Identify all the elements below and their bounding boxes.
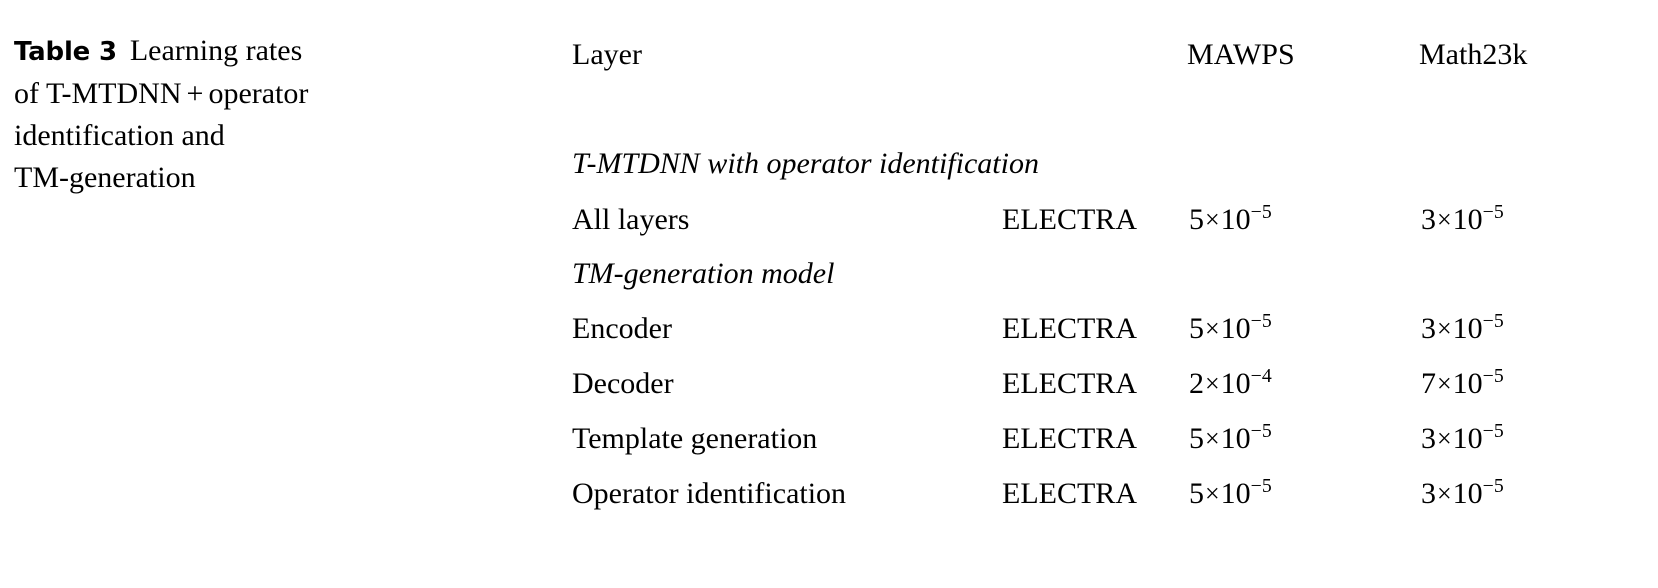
value-math23k-base: 10 bbox=[1452, 311, 1483, 345]
value-math23k: 3×10−5 bbox=[1421, 309, 1504, 345]
value-mawps-times: × bbox=[1205, 368, 1220, 398]
cell-math23k: 3×10−5 bbox=[1397, 466, 1625, 537]
column-header-layer: Layer bbox=[572, 38, 642, 71]
value-math23k-base: 10 bbox=[1452, 202, 1483, 236]
value-math23k: 3×10−5 bbox=[1421, 200, 1504, 236]
table-header-row: Layer MAWPS Math23k bbox=[572, 38, 1625, 114]
value-mawps-base: 10 bbox=[1220, 366, 1251, 400]
value-math23k-mantissa: 3 bbox=[1421, 311, 1436, 345]
cell-layer: Operator identification bbox=[572, 476, 847, 510]
value-mawps-exponent: −5 bbox=[1250, 309, 1272, 332]
value-mawps-times: × bbox=[1205, 478, 1220, 508]
caption-line-1-text: Learning rates bbox=[129, 34, 303, 67]
value-mawps-base: 10 bbox=[1220, 476, 1251, 510]
value-math23k-mantissa: 7 bbox=[1421, 366, 1436, 400]
value-mawps-exponent: −5 bbox=[1250, 200, 1272, 223]
value-mawps: 5×10−5 bbox=[1189, 474, 1272, 510]
cell-layer: All layers bbox=[572, 202, 690, 236]
value-mawps: 5×10−5 bbox=[1189, 200, 1272, 236]
column-header-math23k: Math23k bbox=[1419, 38, 1528, 71]
column-header-mawps: MAWPS bbox=[1187, 38, 1295, 71]
table-caption: Table 3 Learning rates of T-MTDNN+operato… bbox=[14, 30, 394, 199]
value-mawps-base: 10 bbox=[1220, 311, 1251, 345]
value-math23k-base: 10 bbox=[1452, 366, 1483, 400]
value-math23k-exponent: −5 bbox=[1482, 200, 1504, 223]
value-mawps-base: 10 bbox=[1220, 421, 1251, 455]
cell-math23k: 3×10−5 bbox=[1397, 192, 1625, 247]
cell-mawps: 2×10−4 bbox=[1177, 356, 1397, 411]
value-math23k: 3×10−5 bbox=[1421, 419, 1504, 455]
value-math23k-mantissa: 3 bbox=[1421, 476, 1436, 510]
table-container: Layer MAWPS Math23k T-MTDNN with operato… bbox=[572, 38, 1625, 537]
cell-math23k: 7×10−5 bbox=[1397, 356, 1625, 411]
value-math23k-times: × bbox=[1437, 204, 1452, 234]
value-math23k-mantissa: 3 bbox=[1421, 202, 1436, 236]
value-math23k-base: 10 bbox=[1452, 476, 1483, 510]
value-math23k-exponent: −5 bbox=[1482, 419, 1504, 442]
value-math23k-base: 10 bbox=[1452, 421, 1483, 455]
caption-plus-sign: + bbox=[186, 77, 204, 110]
cell-mawps: 5×10−5 bbox=[1177, 466, 1397, 537]
value-mawps-times: × bbox=[1205, 204, 1220, 234]
table-section-row: T-MTDNN with operator identification bbox=[572, 114, 1625, 192]
cell-model: ELECTRA bbox=[1002, 202, 1137, 236]
cell-layer: Decoder bbox=[572, 366, 674, 400]
value-mawps: 5×10−5 bbox=[1189, 309, 1272, 345]
value-math23k-exponent: −5 bbox=[1482, 364, 1504, 387]
value-mawps-mantissa: 2 bbox=[1189, 366, 1204, 400]
value-math23k-exponent: −5 bbox=[1482, 309, 1504, 332]
value-mawps-mantissa: 5 bbox=[1189, 476, 1204, 510]
cell-math23k: 3×10−5 bbox=[1397, 301, 1625, 356]
column-header-model bbox=[1002, 38, 1177, 114]
value-math23k: 7×10−5 bbox=[1421, 364, 1504, 400]
caption-label: Table 3 bbox=[14, 37, 117, 67]
caption-line-3: identification and bbox=[14, 119, 225, 152]
cell-model: ELECTRA bbox=[1002, 366, 1137, 400]
value-mawps-mantissa: 5 bbox=[1189, 311, 1204, 345]
value-mawps-times: × bbox=[1205, 423, 1220, 453]
section-heading: TM-generation model bbox=[572, 257, 835, 290]
value-math23k-mantissa: 3 bbox=[1421, 421, 1436, 455]
cell-math23k: 3×10−5 bbox=[1397, 411, 1625, 466]
value-mawps: 5×10−5 bbox=[1189, 419, 1272, 455]
value-mawps-exponent: −5 bbox=[1250, 419, 1272, 442]
section-heading: T-MTDNN with operator identification bbox=[572, 147, 1039, 180]
cell-mawps: 5×10−5 bbox=[1177, 301, 1397, 356]
cell-mawps: 5×10−5 bbox=[1177, 192, 1397, 247]
learning-rates-table: Layer MAWPS Math23k T-MTDNN with operato… bbox=[572, 38, 1625, 537]
caption-line-1: Table 3 Learning rates bbox=[14, 30, 394, 73]
value-math23k-exponent: −5 bbox=[1482, 474, 1504, 497]
value-mawps: 2×10−4 bbox=[1189, 364, 1272, 400]
value-math23k-times: × bbox=[1437, 423, 1452, 453]
value-mawps-exponent: −4 bbox=[1250, 364, 1272, 387]
caption-line-4: TM-generation bbox=[14, 161, 196, 194]
cell-model: ELECTRA bbox=[1002, 476, 1137, 510]
cell-model: ELECTRA bbox=[1002, 311, 1137, 345]
value-mawps-times: × bbox=[1205, 313, 1220, 343]
value-math23k-times: × bbox=[1437, 313, 1452, 343]
value-math23k-times: × bbox=[1437, 368, 1452, 398]
value-mawps-mantissa: 5 bbox=[1189, 202, 1204, 236]
value-mawps-mantissa: 5 bbox=[1189, 421, 1204, 455]
cell-mawps: 5×10−5 bbox=[1177, 411, 1397, 466]
cell-model: ELECTRA bbox=[1002, 421, 1137, 455]
value-mawps-exponent: −5 bbox=[1250, 474, 1272, 497]
table-section-row: TM-generation model bbox=[572, 247, 1625, 301]
value-mawps-base: 10 bbox=[1220, 202, 1251, 236]
table-head: Layer MAWPS Math23k bbox=[572, 38, 1625, 114]
cell-layer: Encoder bbox=[572, 311, 672, 345]
cell-layer: Template generation bbox=[572, 421, 818, 455]
value-math23k-times: × bbox=[1437, 478, 1452, 508]
value-math23k: 3×10−5 bbox=[1421, 474, 1504, 510]
caption-line-2-prefix: of T-MTDNN bbox=[14, 77, 182, 110]
caption-line-2-suffix: operator bbox=[208, 77, 309, 110]
caption-line-2: of T-MTDNN+operator bbox=[14, 73, 394, 115]
